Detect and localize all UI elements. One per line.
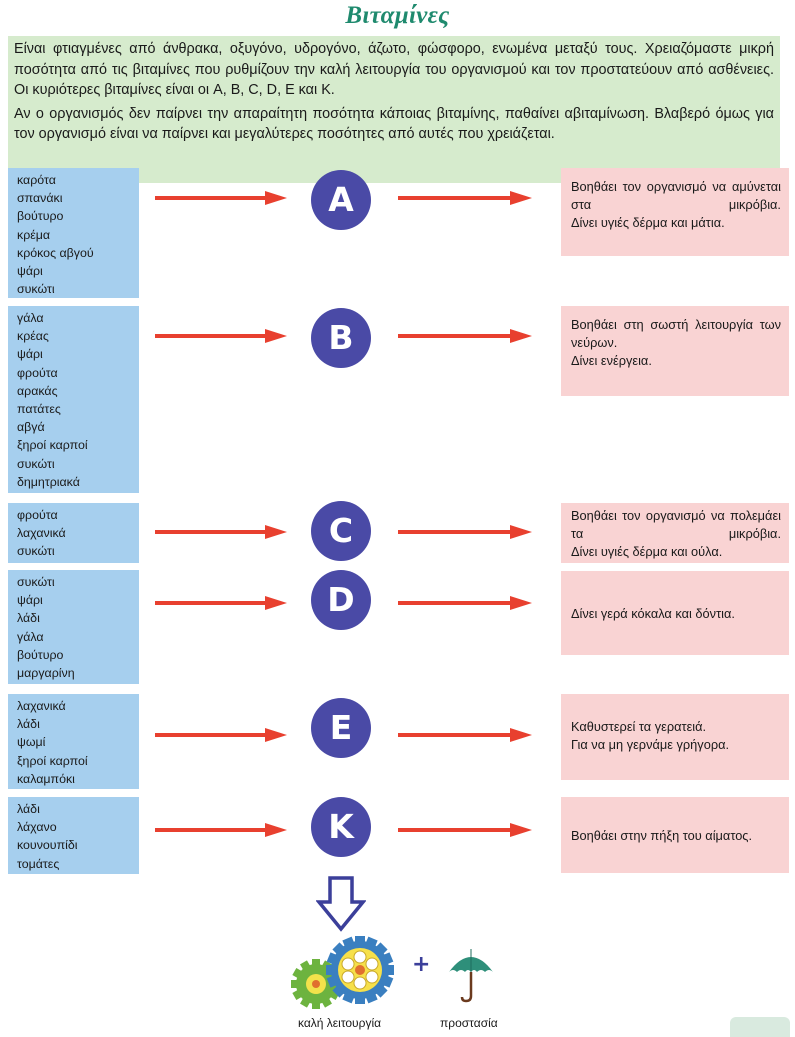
effect-text: Καθυστερεί τα γερατειά. bbox=[571, 719, 707, 734]
food-item: συκώτι bbox=[17, 544, 55, 559]
vitamin-badge-k: K bbox=[311, 797, 371, 857]
arrow-right-icon bbox=[398, 596, 532, 610]
food-item: συκώτι bbox=[17, 282, 55, 297]
down-arrow-icon bbox=[316, 876, 366, 932]
food-item: σπανάκι bbox=[17, 191, 63, 206]
food-item: μαργαρίνη bbox=[17, 666, 75, 681]
page-number-tab bbox=[730, 1017, 790, 1037]
arrow-right-icon bbox=[155, 525, 287, 539]
food-item: βούτυρο bbox=[17, 209, 64, 224]
food-item: λάδι bbox=[17, 802, 40, 816]
arrow-right-icon bbox=[155, 596, 287, 610]
foods-list-a: καρότα σπανάκι βούτυρο κρέμα κρόκος αβγο… bbox=[8, 168, 139, 298]
vitamin-badge-b: B bbox=[311, 308, 371, 368]
vitamin-badge-a: A bbox=[311, 170, 371, 230]
food-item: λάδι bbox=[17, 611, 40, 626]
food-item: ξηροί καρποί bbox=[17, 753, 88, 768]
food-item: ψάρι bbox=[17, 264, 43, 279]
food-item: κρέμα bbox=[17, 227, 51, 242]
plus-sign: + bbox=[412, 952, 431, 977]
arrow-right-icon bbox=[155, 823, 287, 837]
vitamin-badge-c: C bbox=[311, 501, 371, 561]
vitamin-badge-e: E bbox=[311, 698, 371, 758]
food-item: φρούτα bbox=[17, 365, 58, 380]
effect-text: Βοηθάει στη σωστή λειτουργία των νεύρων. bbox=[571, 317, 781, 351]
food-item: καλαμπόκι bbox=[17, 771, 75, 786]
foods-list-b: γάλα κρέας ψάρι φρούτα αρακάς πατάτες αβ… bbox=[8, 306, 139, 493]
effects-box-c: Βοηθάει τον οργανισμό να πολεμάει τα μικ… bbox=[561, 503, 789, 563]
food-item: γάλα bbox=[17, 629, 44, 644]
gears-icon bbox=[291, 936, 394, 1009]
effects-box-a: Βοηθάει τον οργανισμό να αμύνεται στα μι… bbox=[561, 168, 789, 256]
arrow-right-icon bbox=[398, 525, 532, 539]
food-item: κρέας bbox=[17, 329, 49, 344]
intro-paragraph-2: Αν ο οργανισμός δεν παίρνει την απαραίτη… bbox=[14, 105, 774, 143]
food-item: φρούτα bbox=[17, 508, 58, 522]
effect-text: Βοηθάει στην πήξη του αίματος. bbox=[571, 828, 753, 843]
effect-text: Δίνει ενέργεια. bbox=[571, 353, 652, 369]
food-item: ψάρι bbox=[17, 593, 43, 608]
food-item: γάλα bbox=[17, 311, 44, 325]
food-item: τομάτες bbox=[17, 856, 60, 871]
caption-protection: προστασία bbox=[440, 1016, 498, 1030]
umbrella-icon bbox=[449, 949, 493, 1003]
effect-text: Βοηθάει τον οργανισμό να πολεμάει τα μικ… bbox=[571, 508, 781, 542]
foods-list-k: λάδι λάχανο κουνουπίδι τομάτες bbox=[8, 797, 139, 874]
food-item: πατάτες bbox=[17, 402, 61, 417]
food-item: λάχανο bbox=[17, 820, 57, 835]
effect-text: Δίνει υγιές δέρμα και μάτια. bbox=[571, 215, 725, 231]
effects-box-e: Καθυστερεί τα γερατειά. Για να μη γερνάμ… bbox=[561, 694, 789, 780]
effects-box-k: Βοηθάει στην πήξη του αίματος. bbox=[561, 797, 789, 873]
food-item: αβγά bbox=[17, 420, 45, 435]
food-item: ψάρι bbox=[17, 347, 43, 362]
caption-good-function: καλή λειτουργία bbox=[298, 1016, 382, 1030]
food-item: ξηροί καρποί bbox=[17, 438, 88, 453]
arrow-right-icon bbox=[155, 191, 287, 205]
arrow-right-icon bbox=[155, 329, 287, 343]
food-item: ψωμί bbox=[17, 735, 46, 750]
food-item: κουνουπίδι bbox=[17, 838, 78, 853]
foods-list-c: φρούτα λαχανικά συκώτι bbox=[8, 503, 139, 563]
food-item: συκώτι bbox=[17, 456, 55, 471]
food-item: λάδι bbox=[17, 717, 40, 732]
food-item: συκώτι bbox=[17, 575, 55, 589]
food-item: λαχανικά bbox=[17, 526, 66, 541]
arrow-right-icon bbox=[398, 191, 532, 205]
page-title: Βιταμίνες bbox=[345, 2, 450, 29]
arrow-right-icon bbox=[155, 728, 287, 742]
food-item: βούτυρο bbox=[17, 647, 64, 662]
intro-paragraph-1: Είναι φτιαγμένες από άνθρακα, οξυγόνο, υ… bbox=[14, 41, 774, 98]
arrow-right-icon bbox=[398, 728, 532, 742]
effects-box-d: Δίνει γερά κόκαλα και δόντια. bbox=[561, 571, 789, 655]
foods-list-d: συκώτι ψάρι λάδι γάλα βούτυρο μαργαρίνη bbox=[8, 570, 139, 684]
food-item: αρακάς bbox=[17, 383, 58, 398]
vitamin-badge-d: D bbox=[311, 570, 371, 630]
foods-list-e: λαχανικά λάδι ψωμί ξηροί καρποί καλαμπόκ… bbox=[8, 694, 139, 789]
effect-text: Βοηθάει τον οργανισμό να αμύνεται στα μι… bbox=[571, 179, 781, 213]
effect-text: Για να μη γερνάμε γρήγορα. bbox=[571, 737, 730, 753]
effect-text: Δίνει γερά κόκαλα και δόντια. bbox=[571, 606, 735, 621]
intro-box: Είναι φτιαγμένες από άνθρακα, οξυγόνο, υ… bbox=[8, 36, 780, 183]
effect-text: Δίνει υγιές δέρμα και ούλα. bbox=[571, 544, 723, 560]
effects-box-b: Βοηθάει στη σωστή λειτουργία των νεύρων.… bbox=[561, 306, 789, 396]
arrow-right-icon bbox=[398, 329, 532, 343]
arrow-right-icon bbox=[398, 823, 532, 837]
food-item: καρότα bbox=[17, 173, 56, 187]
food-item: δημητριακά bbox=[17, 474, 80, 489]
food-item: λαχανικά bbox=[17, 699, 66, 713]
food-item: κρόκος αβγού bbox=[17, 245, 94, 260]
